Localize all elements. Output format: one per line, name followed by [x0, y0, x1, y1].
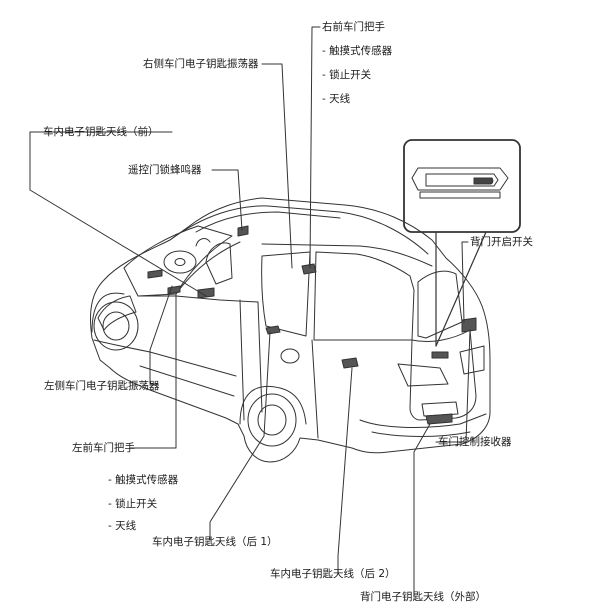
label-left-handle-antenna: - 天线 [108, 520, 137, 532]
label-right-door-oscillator: 右侧车门电子钥匙振荡器 [143, 58, 259, 70]
label-rear1-interior-antenna: 车内电子钥匙天线（后 1） [152, 536, 278, 548]
label-right-handle-antenna: - 天线 [322, 93, 351, 105]
label-left-handle-lock-switch: - 锁止开关 [108, 498, 158, 510]
label-back-door-exterior-antenna: 背门电子钥匙天线（外部） [360, 591, 486, 603]
label-left-front-handle: 左前车门把手 [72, 442, 135, 454]
label-right-handle-lock-switch: - 锁止开关 [322, 69, 372, 81]
van-outline [90, 197, 491, 463]
back-door-switch-inset [403, 139, 521, 347]
label-right-front-handle: 右前车门把手 [322, 21, 385, 33]
label-right-handle-touch-sensor: - 触摸式传感器 [322, 45, 393, 57]
label-remote-buzzer: 遥控门锁蜂鸣器 [128, 164, 202, 176]
label-door-control-receiver: 车门控制接收器 [438, 436, 512, 448]
label-front-interior-antenna: 车内电子钥匙天线（前） [43, 126, 159, 138]
label-left-handle-touch-sensor: - 触摸式传感器 [108, 474, 179, 486]
label-left-door-oscillator: 左侧车门电子钥匙振荡器 [44, 380, 160, 392]
label-back-door-open-switch: 背门开启开关 [470, 236, 533, 248]
label-rear2-interior-antenna: 车内电子钥匙天线（后 2） [270, 568, 396, 580]
leader-lines [29, 26, 471, 597]
